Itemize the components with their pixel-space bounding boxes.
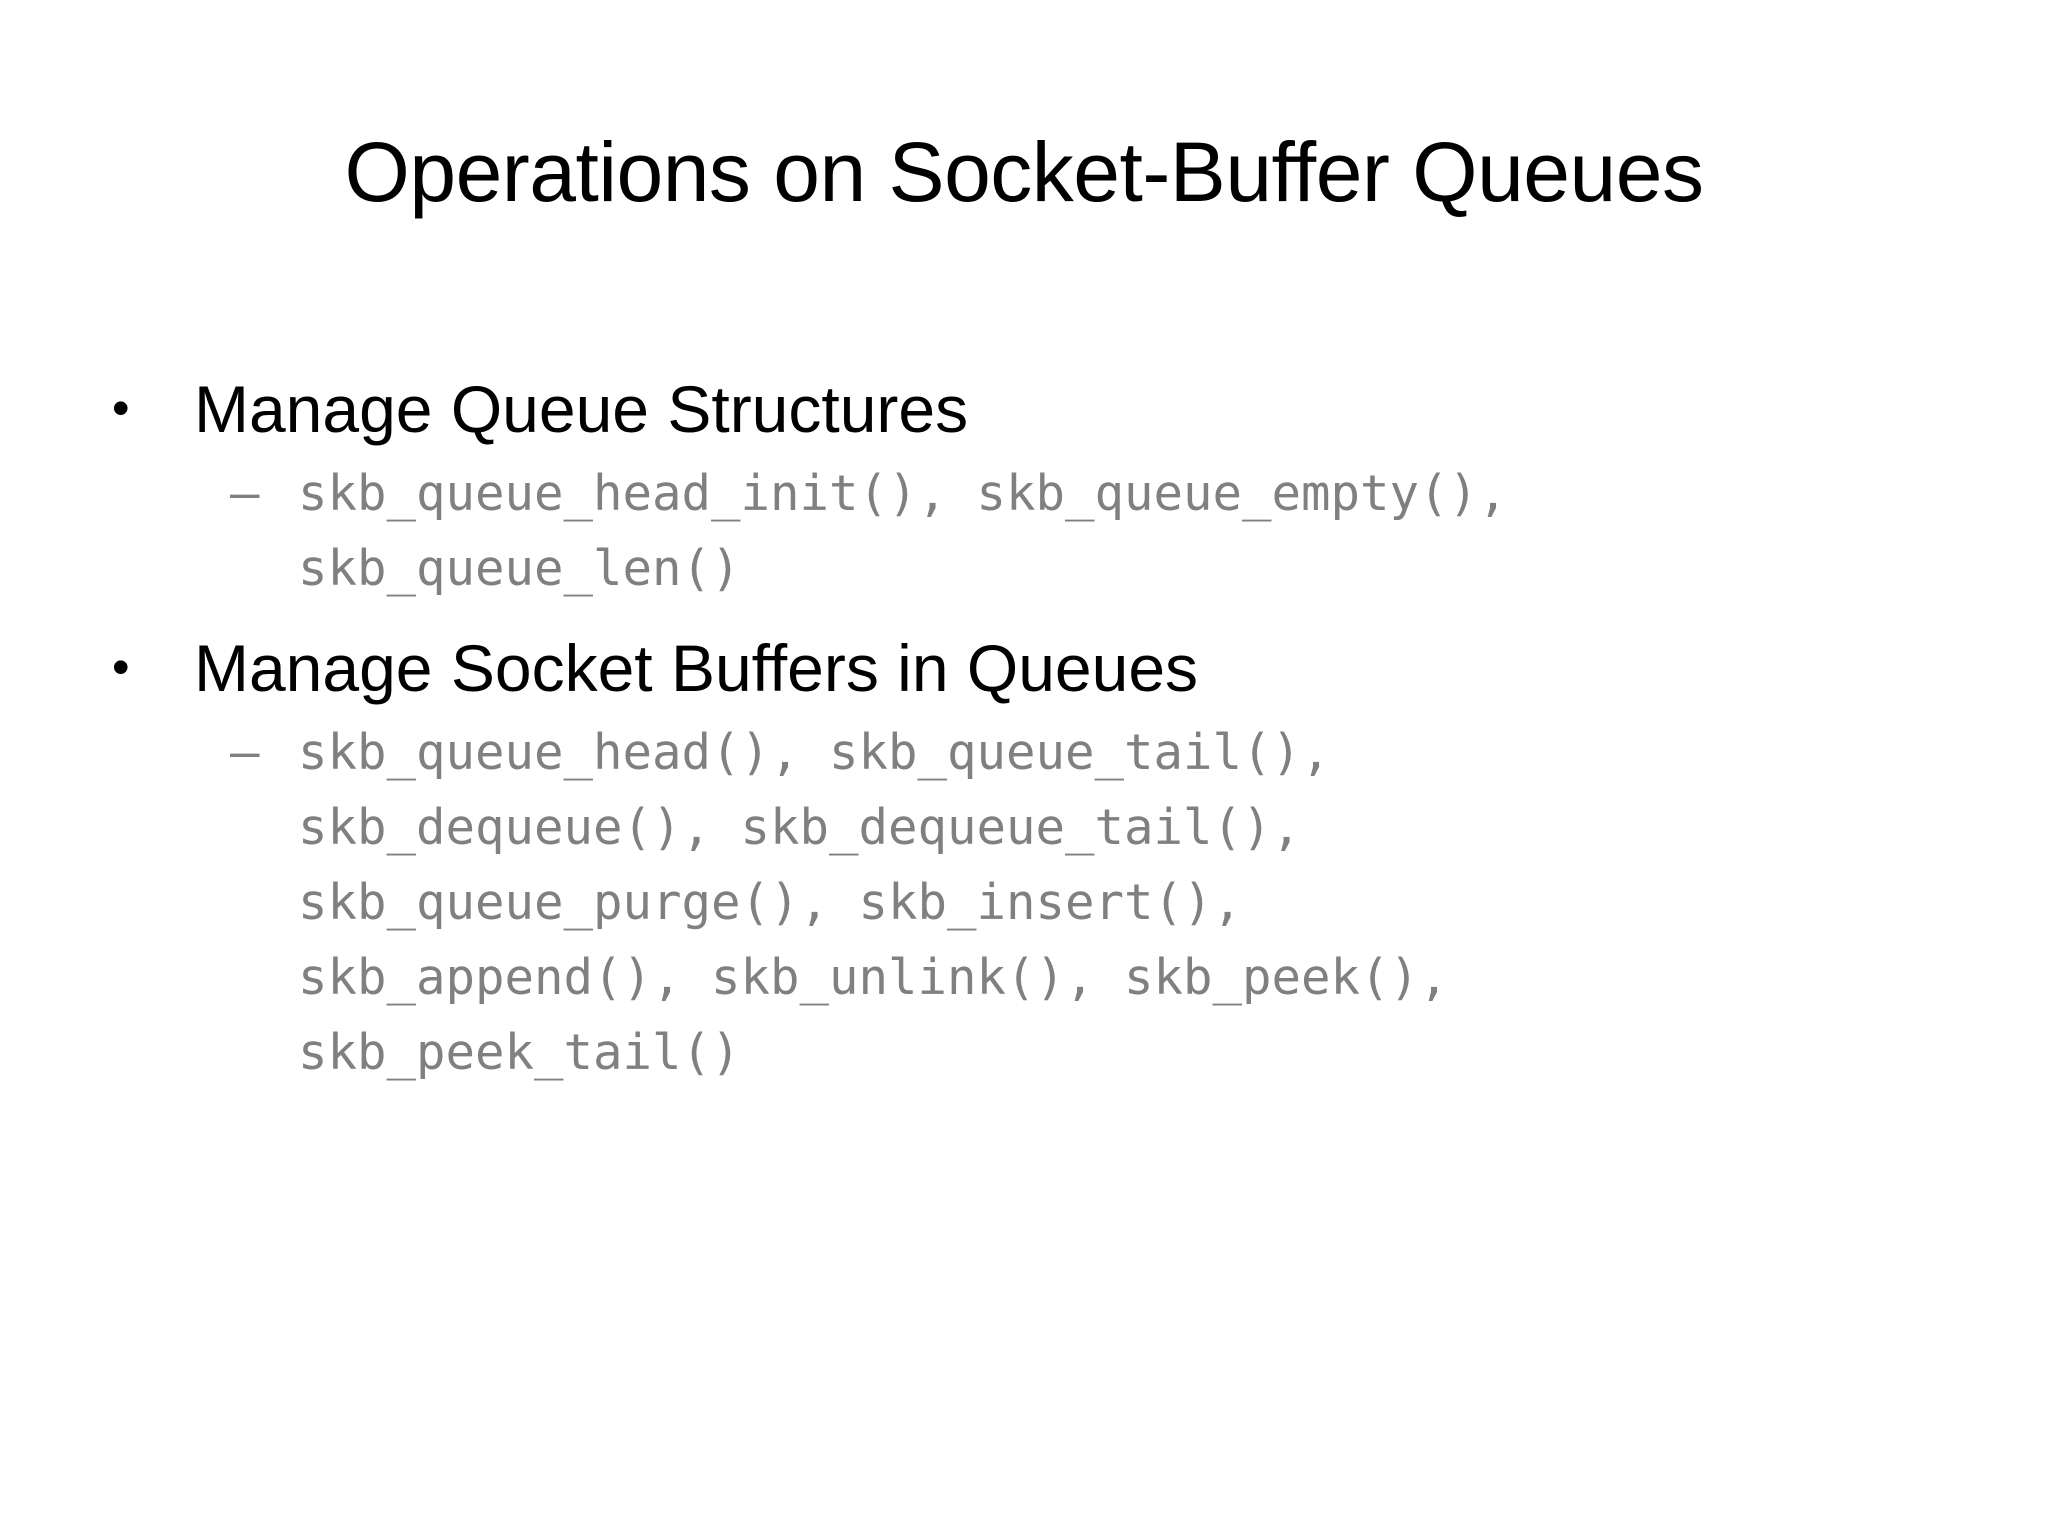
bullet-item-manage-socket-buffers-in-queues: • Manage Socket Buffers in Queues <box>112 631 1962 706</box>
bullet-dot-icon: • <box>112 380 130 436</box>
bullet-item-manage-queue-structures: • Manage Queue Structures <box>112 372 1962 447</box>
sub-bullet-item-queue-structure-functions: – skb_queue_head_init(), skb_queue_empty… <box>112 457 1962 607</box>
code-line: skb_queue_len() <box>298 540 741 598</box>
code-line: skb_append(), skb_unlink(), skb_peek(), <box>298 949 1449 1007</box>
bullet-label: Manage Socket Buffers in Queues <box>194 631 1199 706</box>
bullet-label: Manage Queue Structures <box>194 372 969 446</box>
dash-marker-icon: – <box>230 465 260 523</box>
code-line: skb_queue_head_init(), skb_queue_empty()… <box>298 465 1508 523</box>
code-line: skb_dequeue(), skb_dequeue_tail(), <box>298 799 1302 857</box>
code-list: skb_queue_head_init(), skb_queue_empty()… <box>298 457 1962 607</box>
bullet-dot-icon: • <box>112 639 130 696</box>
code-line: skb_queue_head(), skb_queue_tail(), <box>298 724 1331 782</box>
sub-bullet-item-socket-buffer-functions: – skb_queue_head(), skb_queue_tail(), sk… <box>112 716 1962 1091</box>
bullet-group-1: • Manage Queue Structures – skb_queue_he… <box>112 372 1962 607</box>
slide-body: • Manage Queue Structures – skb_queue_he… <box>112 372 1962 1115</box>
bullet-group-2: • Manage Socket Buffers in Queues – skb_… <box>112 631 1962 1091</box>
code-list: skb_queue_head(), skb_queue_tail(), skb_… <box>298 716 1962 1091</box>
code-line: skb_queue_purge(), skb_insert(), <box>298 874 1243 932</box>
dash-marker-icon: – <box>230 724 260 782</box>
page-title: Operations on Socket-Buffer Queues <box>344 125 1704 219</box>
code-line: skb_peek_tail() <box>298 1024 741 1082</box>
